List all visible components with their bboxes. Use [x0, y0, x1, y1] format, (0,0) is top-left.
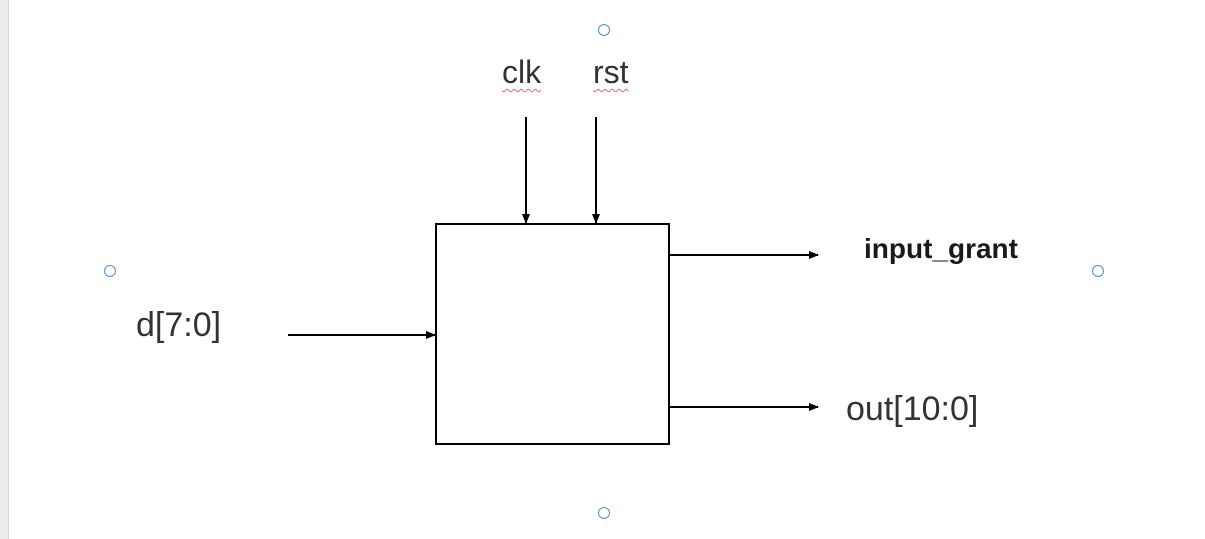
out-output-label: out[10:0]	[846, 390, 979, 428]
resize-handle-bottom[interactable]	[598, 507, 610, 519]
page-edge	[0, 0, 9, 539]
resize-handle-right[interactable]	[1092, 265, 1104, 277]
module-block	[435, 223, 670, 445]
resize-handle-top[interactable]	[598, 24, 610, 36]
resize-handle-left[interactable]	[104, 265, 116, 277]
rst-label: rst	[593, 54, 629, 90]
input-grant-label: input_grant	[864, 233, 1018, 264]
clk-label: clk	[502, 54, 542, 90]
d-input-label: d[7:0]	[136, 306, 222, 344]
